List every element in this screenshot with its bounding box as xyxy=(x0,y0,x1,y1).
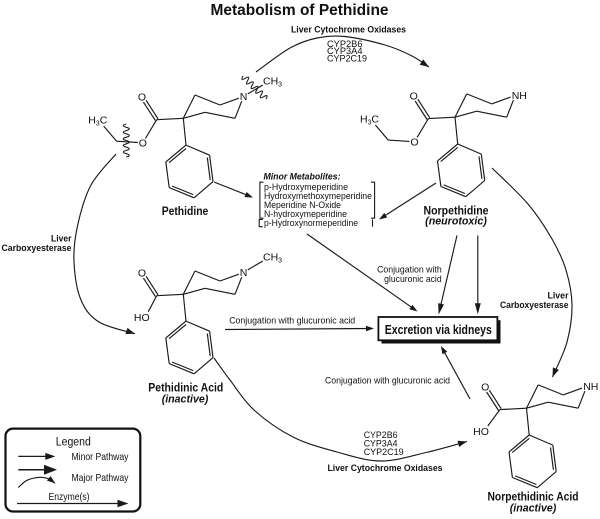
svg-text:CYP2C19: CYP2C19 xyxy=(364,447,404,457)
svg-text:O: O xyxy=(138,92,146,104)
svg-text:Carboxyesterase: Carboxyesterase xyxy=(2,243,72,254)
svg-text:CYP2B6: CYP2B6 xyxy=(364,430,398,440)
svg-text:Carboxyesterase: Carboxyesterase xyxy=(500,300,569,311)
svg-text:N: N xyxy=(240,91,248,103)
svg-text:O: O xyxy=(139,137,147,149)
svg-text:N: N xyxy=(240,267,248,279)
svg-text:Minor Pathway: Minor Pathway xyxy=(72,451,130,463)
svg-text:Metabolism of Pethidine: Metabolism of Pethidine xyxy=(211,2,389,19)
svg-text:glucuronic acid: glucuronic acid xyxy=(384,274,442,284)
svg-text:O: O xyxy=(481,382,489,394)
svg-text:Excretion via kidneys: Excretion via kidneys xyxy=(385,323,492,337)
svg-text:(inactive): (inactive) xyxy=(510,502,557,514)
svg-text:O: O xyxy=(410,136,418,148)
svg-text:Norpethidinic Acid: Norpethidinic Acid xyxy=(488,492,579,504)
svg-text:CYP3A4: CYP3A4 xyxy=(327,46,363,56)
svg-text:Conjugation with: Conjugation with xyxy=(377,265,442,275)
svg-text:HO: HO xyxy=(473,426,489,438)
svg-text:Pethidine: Pethidine xyxy=(162,206,209,218)
svg-text:O: O xyxy=(410,91,418,103)
svg-text:(inactive): (inactive) xyxy=(162,394,209,406)
svg-text:(neurotoxic): (neurotoxic) xyxy=(425,216,487,228)
svg-text:p-Hydroxynormeperidine: p-Hydroxynormeperidine xyxy=(264,218,358,228)
svg-text:Conjugation with glucuronic ac: Conjugation with glucuronic acid xyxy=(325,376,450,386)
svg-text:Liver: Liver xyxy=(548,290,569,301)
svg-text:NH: NH xyxy=(583,381,598,393)
svg-text:Hydroxymethoxymeperidine: Hydroxymethoxymeperidine xyxy=(264,191,372,201)
svg-text:p-Hydroxymeperidine: p-Hydroxymeperidine xyxy=(264,182,348,192)
svg-text:Liver: Liver xyxy=(51,233,72,244)
svg-text:Conjugation with glucuronic ac: Conjugation with glucuronic acid xyxy=(229,316,355,326)
svg-text:Meperidine N-Oxide: Meperidine N-Oxide xyxy=(264,200,341,210)
svg-text:NH: NH xyxy=(512,90,527,102)
svg-text:Norpethidine: Norpethidine xyxy=(424,205,489,217)
svg-text:CYP2B6: CYP2B6 xyxy=(327,39,363,49)
svg-text:Liver Cytochrome Oxidases: Liver Cytochrome Oxidases xyxy=(291,24,406,34)
svg-text:HO: HO xyxy=(134,312,150,324)
svg-text:H3C: H3C xyxy=(360,113,379,126)
svg-text:CYP2C19: CYP2C19 xyxy=(327,53,367,63)
svg-text:Minor Metabolites:: Minor Metabolites: xyxy=(264,172,341,182)
svg-text:Liver Cytochrome Oxidases: Liver Cytochrome Oxidases xyxy=(328,463,443,473)
svg-text:Major Pathway: Major Pathway xyxy=(72,472,130,484)
svg-text:Legend: Legend xyxy=(56,436,91,448)
svg-text:Enzyme(s): Enzyme(s) xyxy=(49,491,90,503)
svg-text:N-hydroxymeperidine: N-hydroxymeperidine xyxy=(264,209,347,219)
svg-text:H3C: H3C xyxy=(88,114,107,127)
svg-text:Pethidinic Acid: Pethidinic Acid xyxy=(148,383,223,395)
svg-text:CH3: CH3 xyxy=(263,252,282,265)
svg-text:CYP3A4: CYP3A4 xyxy=(364,439,398,449)
svg-text:CH3: CH3 xyxy=(263,76,282,89)
svg-text:O: O xyxy=(138,268,146,280)
